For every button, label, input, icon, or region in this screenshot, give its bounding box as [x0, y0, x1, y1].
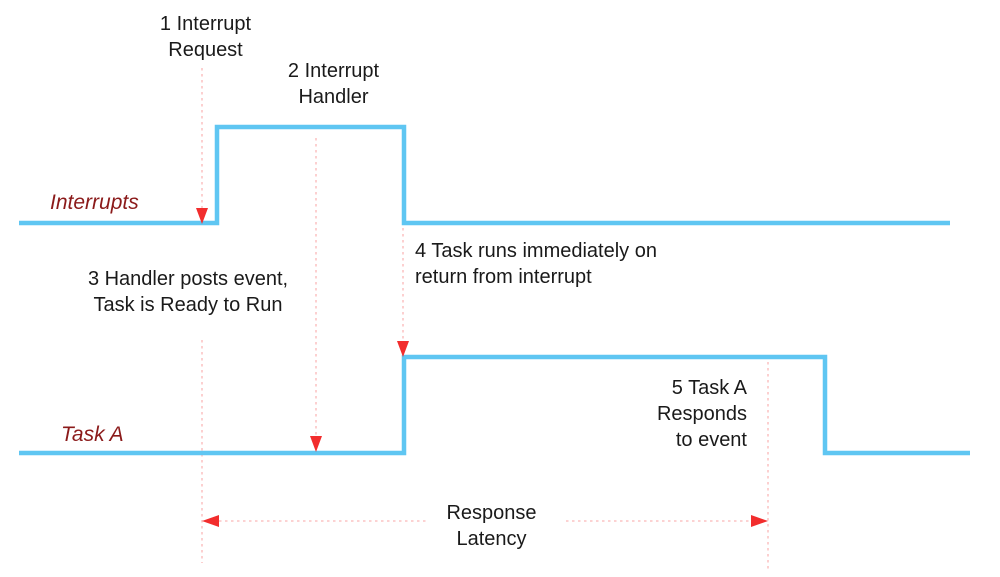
annotation-interrupt-handler: 2 Interrupt Handler [287, 60, 380, 108]
interrupts-waveform [19, 124, 950, 226]
annotation-response-latency: Response Latency [446, 502, 537, 550]
annotation-handler-posts-event: 3 Handler posts event, Task is Ready to … [87, 268, 289, 316]
annotation-task-runs-immediately: 4 Task runs immediately on return from i… [415, 240, 657, 288]
signal-label-interrupts: Interrupts [50, 191, 139, 214]
signal-label-task-a: Task A [61, 423, 124, 446]
arrowhead-latency-right [751, 515, 768, 527]
annotation-task-a-responds: 5 Task A Responds to event [656, 377, 747, 451]
task-a-waveform [19, 354, 970, 456]
arrowhead-task-ready [310, 436, 322, 452]
arrowhead-interrupt-request [196, 208, 208, 224]
arrowhead-task-runs [397, 341, 409, 357]
annotation-interrupt-request: 1 Interrupt Request [159, 13, 252, 61]
arrowhead-latency-left [202, 515, 219, 527]
